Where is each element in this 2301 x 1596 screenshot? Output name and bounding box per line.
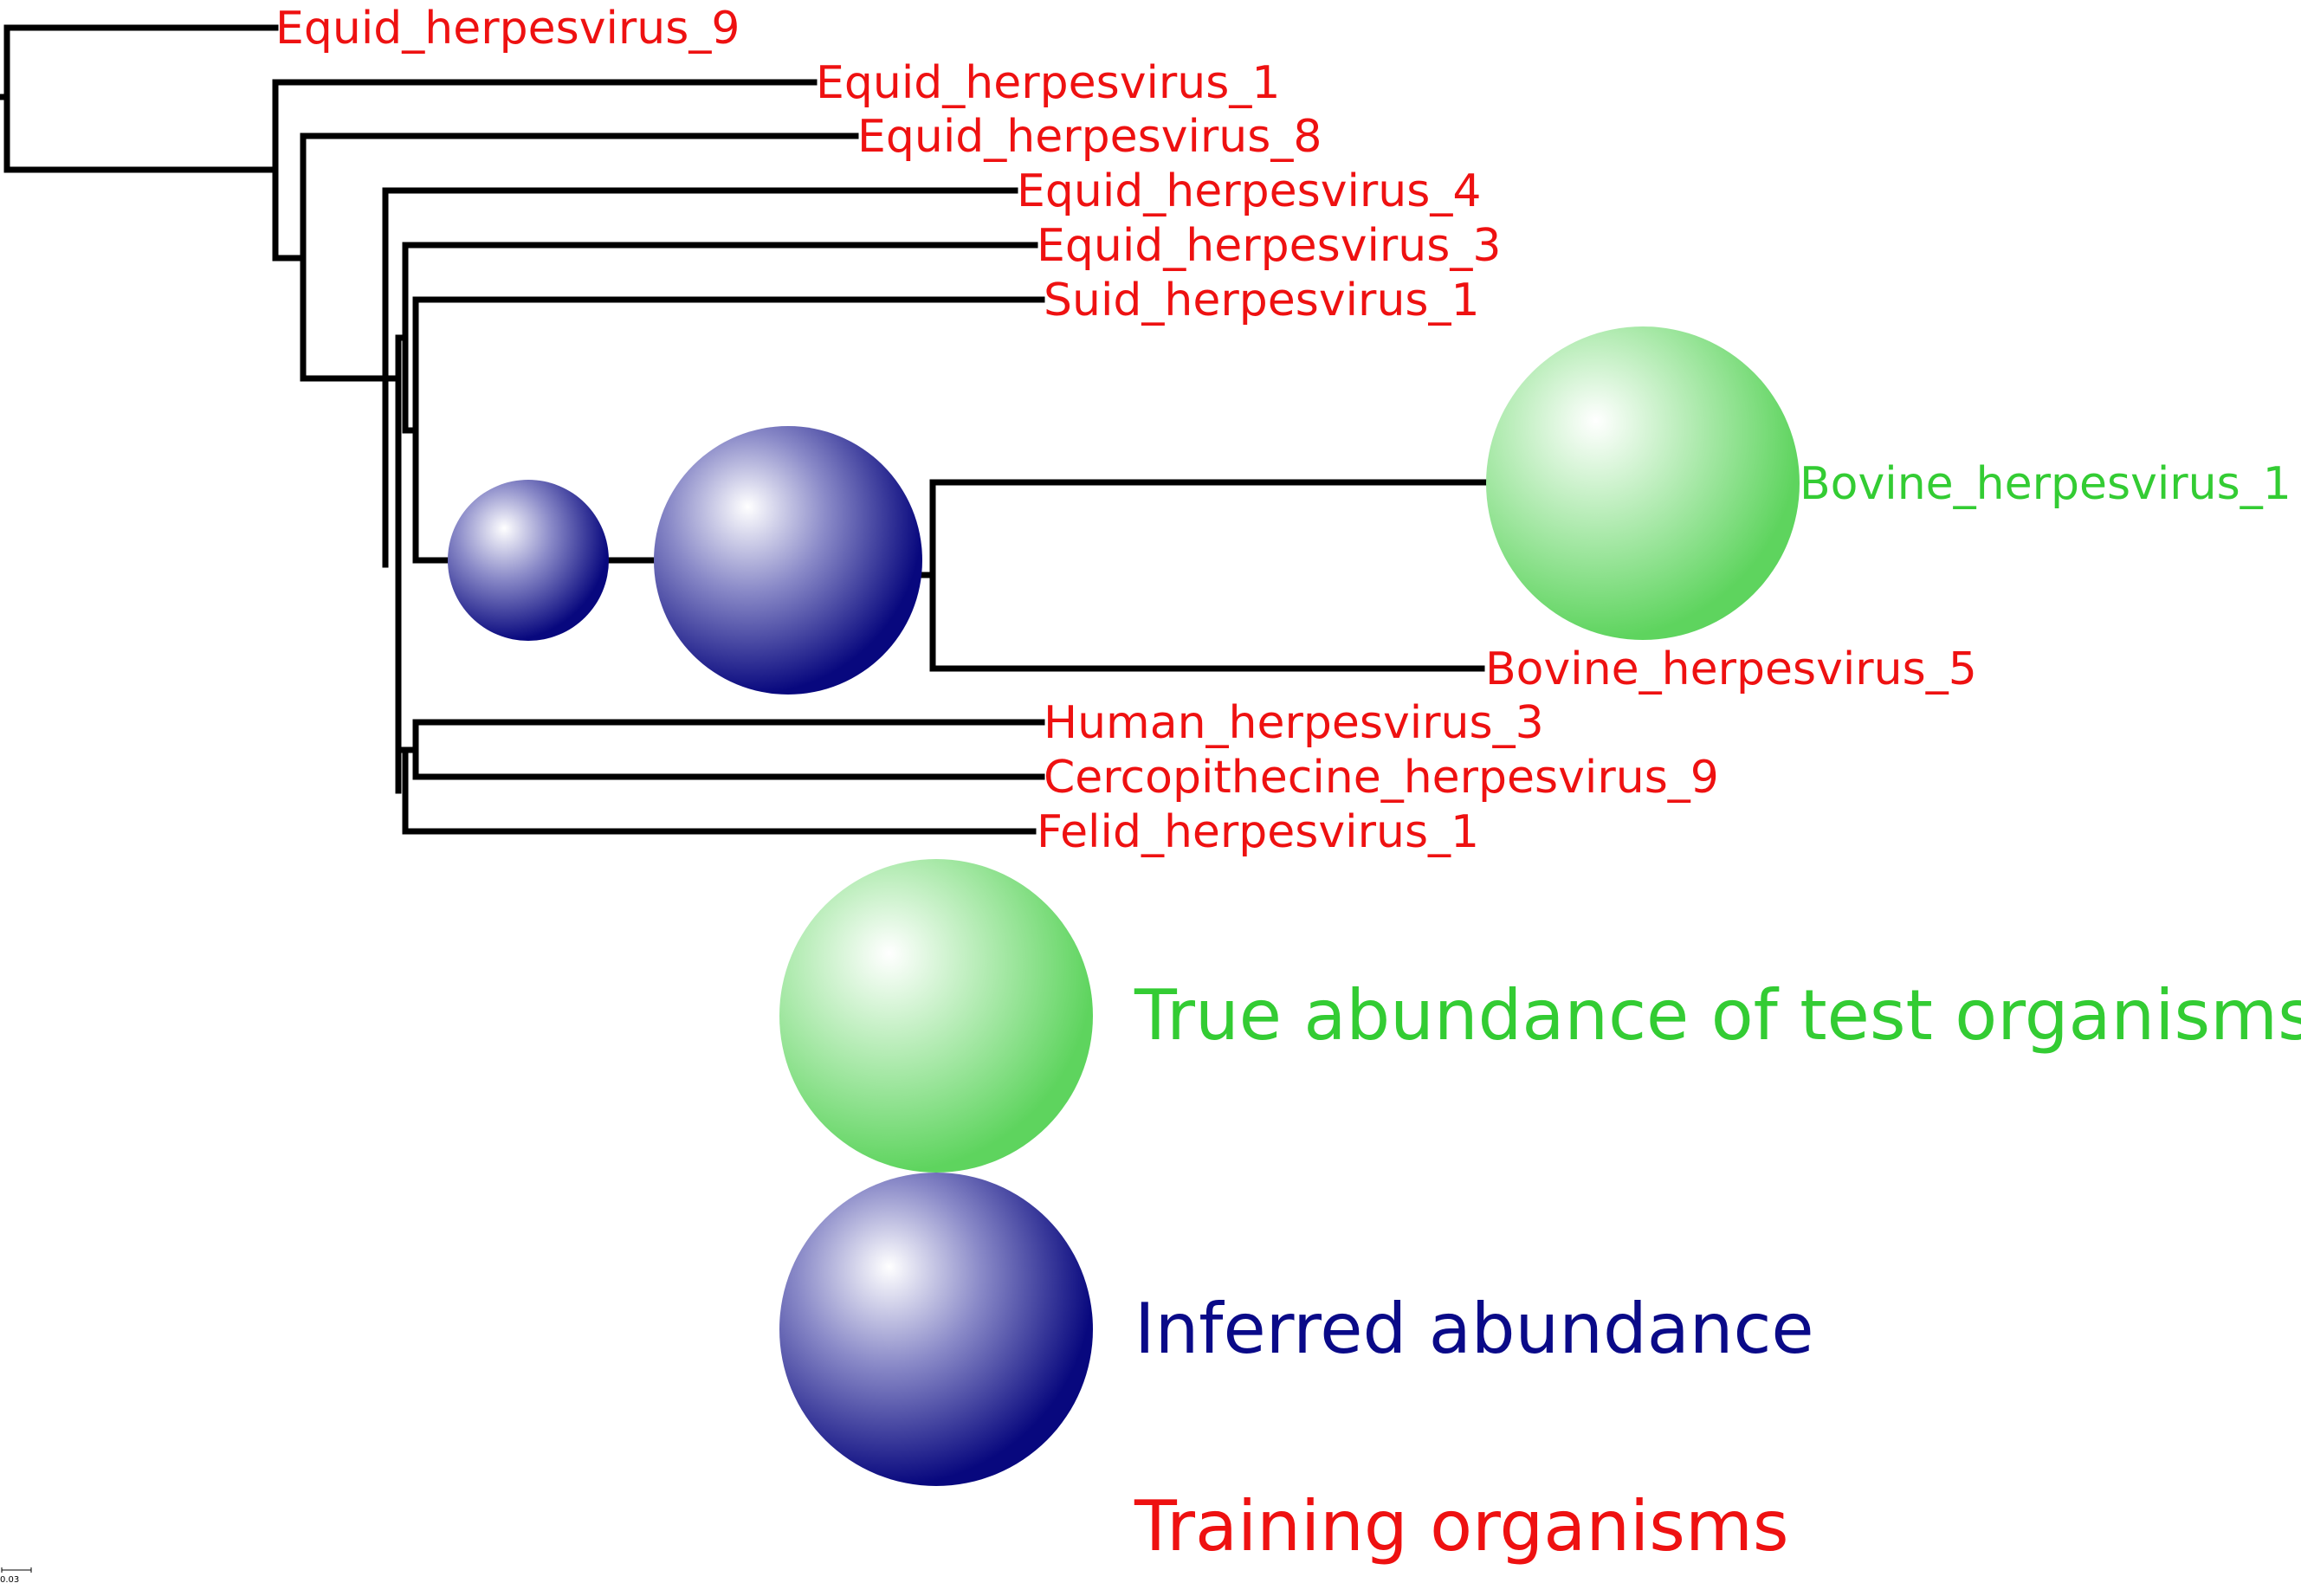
leaf-label-bohv5: Bovine_herpesvirus_5 (1485, 643, 1977, 695)
leaf-label-eqhv4: Equid_herpesvirus_4 (1017, 165, 1481, 217)
leaf-label-eqhv8: Equid_herpesvirus_8 (857, 111, 1322, 163)
true-abundance-bohv1 (1486, 326, 1800, 640)
leaf-label-eqhv9: Equid_herpesvirus_9 (275, 3, 740, 55)
legend: True abundance of test organisms Inferre… (779, 859, 2301, 1567)
leaf-labels: Equid_herpesvirus_9 Equid_herpesvirus_1 … (275, 3, 2291, 858)
legend-inferred-abundance-label: Inferred abundance (1134, 1289, 1814, 1369)
legend-inferred-abundance-sphere (779, 1173, 1093, 1486)
legend-true-abundance-sphere (779, 859, 1093, 1173)
legend-training-organisms-label: Training organisms (1134, 1486, 1789, 1567)
leaf-label-suhv1: Suid_herpesvirus_1 (1044, 275, 1480, 326)
leaf-label-bohv1: Bovine_herpesvirus_1 (1800, 458, 2291, 510)
inferred-abundance-node-small (448, 480, 609, 641)
scale-bar: 0.03 (0, 1567, 32, 1585)
leaf-label-huhv3: Human_herpesvirus_3 (1044, 697, 1544, 749)
leaf-label-eqhv1: Equid_herpesvirus_1 (816, 57, 1280, 109)
tree-branches (0, 24, 1487, 835)
inferred-abundance-node-large (654, 426, 922, 695)
scale-bar-line (1, 1567, 32, 1573)
abundance-markers (448, 326, 1800, 695)
scale-bar-label: 0.03 (0, 1575, 19, 1585)
legend-true-abundance-label: True abundance of test organisms (1134, 975, 2301, 1056)
leaf-label-fehv1: Felid_herpesvirus_1 (1037, 806, 1479, 858)
branch-root (0, 24, 10, 173)
leaf-label-cehv9: Cercopithecine_herpesvirus_9 (1044, 752, 1719, 804)
leaf-label-eqhv3: Equid_herpesvirus_3 (1037, 220, 1501, 272)
